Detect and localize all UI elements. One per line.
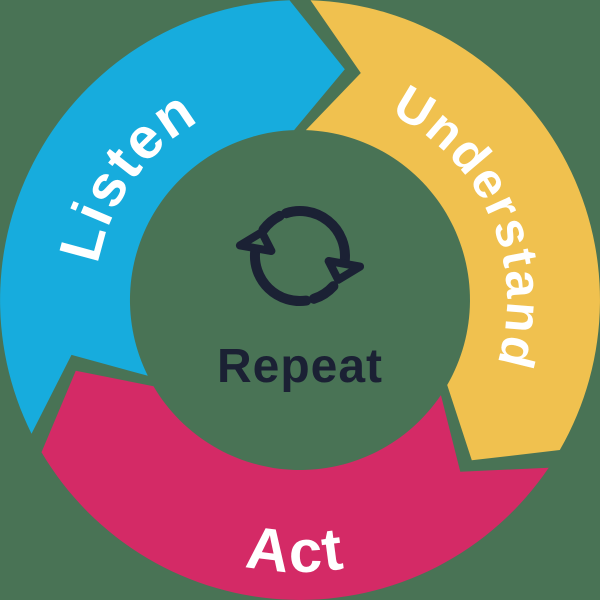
- center-label-repeat: Repeat: [217, 340, 383, 393]
- segment-act-arrow: [41, 370, 549, 600]
- segment-label-act: Act: [243, 514, 349, 586]
- repeat-icon-right-arrowhead: [324, 257, 365, 284]
- repeat-icon-left-arrowhead: [235, 228, 276, 255]
- repeat-cycle-icon: [235, 206, 365, 307]
- segment-understand-arrow: [305, 0, 600, 461]
- segment-listen-arrow: [0, 0, 345, 434]
